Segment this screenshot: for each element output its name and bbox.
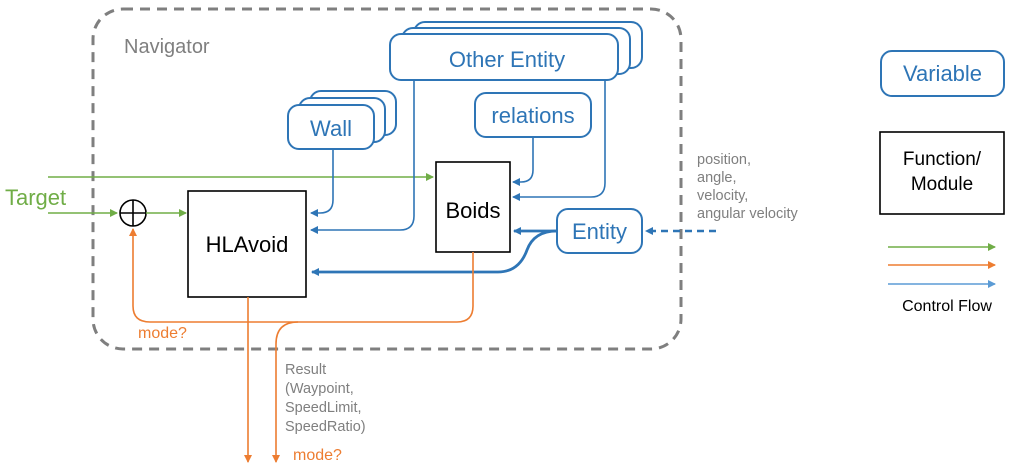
entity-to-hlavoid-arrow	[311, 229, 558, 276]
svg-text:Result: Result	[285, 362, 326, 378]
navigator-label: Navigator	[124, 36, 210, 58]
legend-variable-label: Variable	[903, 61, 982, 86]
svg-text:SpeedLimit,: SpeedLimit,	[285, 400, 362, 416]
svg-text:Function/: Function/	[903, 149, 982, 170]
other-entity-label: Other Entity	[449, 47, 565, 72]
result-text: Result (Waypoint, SpeedLimit, SpeedRatio…	[285, 362, 366, 435]
entity-label: Entity	[572, 219, 627, 244]
relations-label: relations	[491, 103, 574, 128]
wall-variable: Wall	[287, 90, 397, 150]
other-entity-variable: Other Entity	[389, 21, 643, 81]
hlavoid-module: HLAvoid	[187, 190, 307, 298]
other-entity-to-hlavoid-arrow	[310, 80, 415, 234]
boids-module: Boids	[435, 161, 511, 253]
wall-to-hlavoid-arrow	[310, 149, 334, 217]
svg-text:velocity,: velocity,	[697, 188, 748, 204]
other-entity-to-boids-arrow	[512, 80, 606, 201]
svg-text:position,: position,	[697, 152, 751, 168]
mode-output-arrow	[272, 321, 299, 463]
entity-state-text: position, angle, velocity, angular veloc…	[697, 152, 798, 222]
svg-text:angle,: angle,	[697, 170, 737, 186]
entity-variable: Entity	[556, 208, 643, 254]
mode-feedback-arrow	[129, 228, 474, 323]
svg-text:angular velocity: angular velocity	[697, 206, 798, 222]
svg-text:Module: Module	[911, 174, 973, 195]
wall-label: Wall	[310, 116, 352, 141]
svg-text:(Waypoint,: (Waypoint,	[285, 381, 354, 397]
legend-variable: Variable	[880, 50, 1005, 97]
target-label: Target	[5, 185, 66, 210]
navigator-container	[91, 7, 683, 351]
mode-outer-label: mode?	[293, 447, 342, 464]
boids-label: Boids	[445, 198, 500, 223]
mode-inner-label: mode?	[138, 325, 187, 342]
hlavoid-label: HLAvoid	[206, 232, 289, 257]
sum-junction-icon	[119, 199, 147, 227]
relations-variable: relations	[474, 92, 592, 138]
legend-function: Function/ Module	[879, 131, 1005, 215]
legend-control-flow-label: Control Flow	[902, 298, 992, 315]
relations-to-boids-arrow	[512, 137, 534, 186]
svg-text:SpeedRatio): SpeedRatio)	[285, 419, 366, 435]
